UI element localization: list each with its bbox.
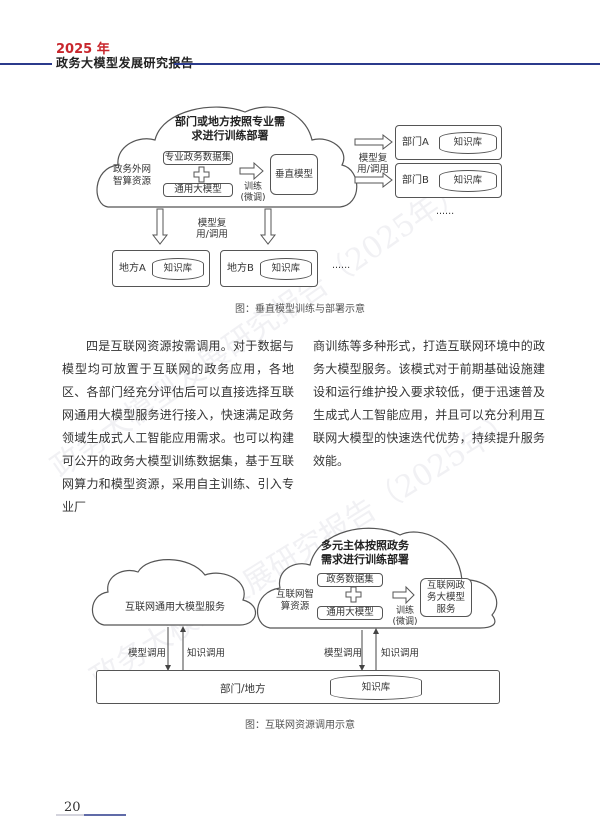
model-call-label: 模型调用 — [128, 648, 167, 659]
service-box: 互联网政务大模型服务 — [420, 578, 472, 617]
base-model-box: 通用大模型 — [317, 606, 383, 620]
paragraph: 商训练等多种形式，打造互联网环境中的政务大模型服务。该模式对于前期基础设施建设和… — [313, 339, 545, 468]
dept-a-label: 部门A — [402, 136, 429, 148]
page-number: 20 — [64, 800, 81, 815]
dept-local-box — [96, 670, 500, 704]
kb-cylinder: 知识库 — [438, 169, 497, 192]
cloud-title: 部门或地方按照专业需求进行训练部署 — [175, 115, 285, 142]
arrow-right-icon — [239, 161, 264, 181]
compute-label: 政务外网智算资源 — [112, 164, 151, 187]
arrow-down-icon — [259, 208, 277, 245]
kb-cylinder: 知识库 — [151, 257, 204, 280]
figure-caption: 图：垂直模型训练与部署示意 — [235, 304, 365, 315]
dept-local-label: 部门/地方 — [220, 683, 266, 695]
dept-b-box: 部门B 知识库 — [395, 163, 502, 198]
plus-icon — [345, 586, 362, 603]
cloud-shape — [91, 559, 256, 626]
arrow-right-icon — [354, 133, 393, 151]
plus-icon — [193, 166, 210, 183]
dataset-box: 政务数据集 — [317, 573, 383, 587]
header-year: 2025 年 — [56, 42, 110, 57]
body-right-column: 商训练等多种形式，打造互联网环境中的政务大模型服务。该模式对于前期基础设施建设和… — [313, 335, 545, 473]
dept-b-label: 部门B — [402, 174, 429, 186]
dept-a-box: 部门A 知识库 — [395, 125, 502, 160]
knowledge-call-label: 知识调用 — [381, 648, 420, 659]
arrow-down-icon — [151, 208, 169, 245]
header-title: 政务大模型发展研究报告 — [56, 56, 194, 70]
header-rule — [174, 63, 600, 65]
reuse-label: 模型复用/调用 — [196, 218, 228, 240]
general-model-service-label: 互联网通用大模型服务 — [125, 602, 225, 613]
kb-cylinder: 知识库 — [259, 257, 312, 280]
local-a-box: 地方A 知识库 — [112, 250, 210, 287]
base-model-box: 通用大模型 — [163, 183, 233, 197]
reuse-label: 模型复用/调用 — [357, 153, 389, 175]
kb-cylinder: 知识库 — [330, 675, 422, 700]
train-label: 训练(微调) — [240, 182, 266, 203]
dataset-box: 专业政务数据集 — [163, 151, 233, 165]
body-left-column: 四是互联网资源按需调用。对于数据与模型均可放置于互联网的政务应用，各地区、各部门… — [62, 335, 294, 519]
paragraph: 四是互联网资源按需调用。对于数据与模型均可放置于互联网的政务应用，各地区、各部门… — [62, 339, 294, 514]
arrow-right-icon — [392, 585, 415, 605]
header-rule — [0, 63, 52, 65]
local-b-label: 地方B — [227, 262, 254, 274]
local-a-label: 地方A — [119, 262, 146, 274]
figure-caption: 图：互联网资源调用示意 — [245, 720, 355, 731]
train-label: 训练(微调) — [392, 606, 418, 627]
local-b-box: 地方B 知识库 — [220, 250, 318, 287]
vertical-model-box: 垂直模型 — [270, 154, 318, 195]
arrow-right-icon — [354, 171, 393, 189]
cloud-title: 多元主体按照政务需求进行训练部署 — [321, 539, 409, 566]
model-call-label: 模型调用 — [324, 648, 363, 659]
ellipsis: ...... — [332, 260, 351, 271]
compute-label: 互联网智算资源 — [276, 589, 315, 612]
knowledge-call-label: 知识调用 — [187, 648, 226, 659]
kb-cylinder: 知识库 — [438, 131, 497, 154]
ellipsis: ...... — [436, 206, 455, 217]
